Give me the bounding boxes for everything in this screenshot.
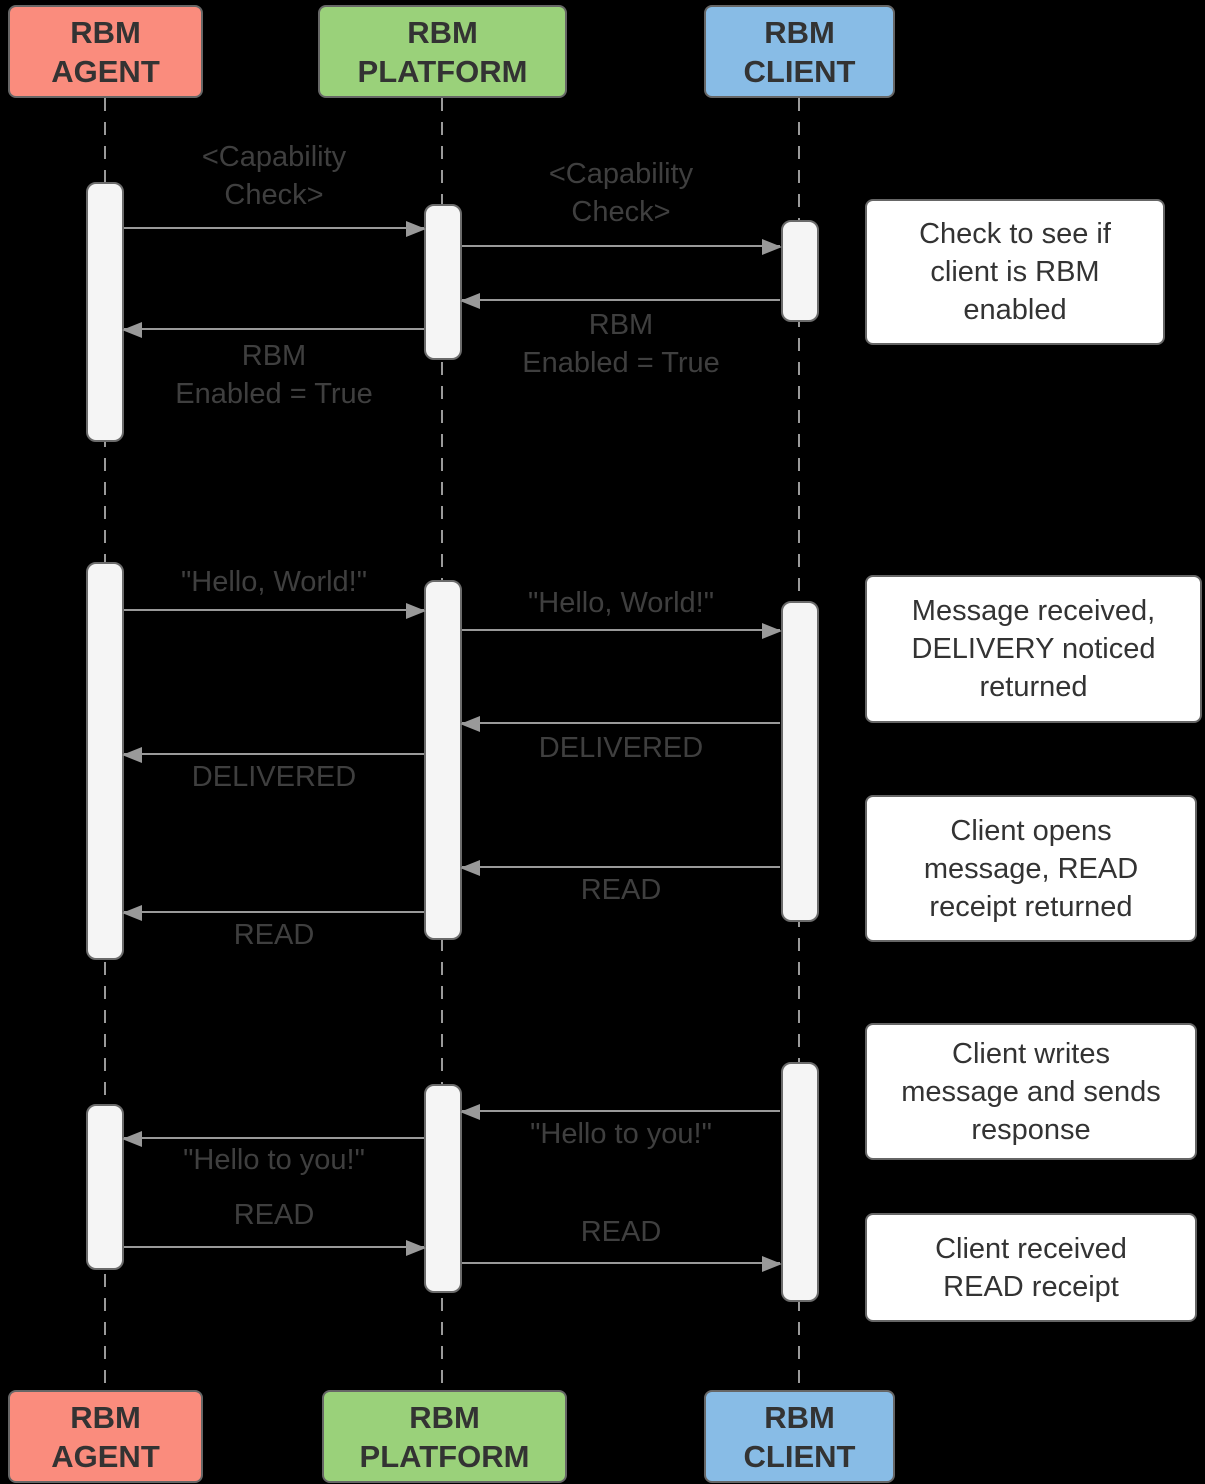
- message-label-hello-to-you-left: "Hello to you!": [183, 1144, 365, 1176]
- arrowhead-left-icon: [122, 905, 142, 921]
- arrowhead-right-icon: [406, 1240, 426, 1256]
- message-label-read-right: READ: [580, 874, 662, 906]
- activation-bar-client-1: [781, 220, 819, 322]
- actor-rbm-client-bottom: RBM CLIENT: [704, 1390, 895, 1483]
- arrowhead-right-icon: [762, 623, 782, 639]
- actor-rbm-client-top: RBM CLIENT: [704, 5, 895, 98]
- arrow-read-platform-to-agent: [122, 905, 424, 921]
- arrowhead-right-icon: [406, 603, 426, 619]
- note-message-received: Message received, DELIVERY noticed retur…: [865, 575, 1202, 723]
- arrowhead-left-icon: [122, 747, 142, 763]
- activation-bar-agent-3: [86, 1104, 124, 1270]
- message-label-read-right-2: READ: [580, 1216, 662, 1248]
- activation-bar-agent-1: [86, 182, 124, 442]
- message-label-rbm-enabled-left: RBM Enabled = True: [175, 340, 373, 410]
- note-client-received-read: Client received READ receipt: [865, 1213, 1197, 1322]
- arrowhead-left-icon: [460, 860, 480, 876]
- actor-rbm-platform-top: RBM PLATFORM: [318, 5, 567, 98]
- arrowhead-left-icon: [122, 1131, 142, 1147]
- arrow-delivered-platform-to-agent: [122, 747, 424, 763]
- activation-bar-client-3: [781, 1062, 819, 1302]
- activation-bar-platform-2: [424, 580, 462, 940]
- note-capability-check: Check to see if client is RBM enabled: [865, 199, 1165, 345]
- message-label-capability-check-right: <Capability Check>: [548, 158, 694, 228]
- activation-bar-platform-3: [424, 1084, 462, 1293]
- arrowhead-right-icon: [762, 1256, 782, 1272]
- message-label-rbm-enabled-right: RBM Enabled = True: [522, 309, 720, 379]
- message-label-hello-to-you-right: "Hello to you!": [530, 1118, 712, 1150]
- arrow-rbm-enabled-client-to-platform: [460, 293, 780, 309]
- arrowhead-left-icon: [460, 293, 480, 309]
- arrowhead-left-icon: [460, 1104, 480, 1120]
- activation-bar-platform-1: [424, 204, 462, 360]
- message-label-hello-world-left: "Hello, World!": [180, 566, 368, 598]
- message-label-delivered-left: DELIVERED: [191, 761, 357, 793]
- message-label-read-left-2: READ: [233, 1199, 315, 1231]
- message-label-read-left: READ: [233, 919, 315, 951]
- actor-rbm-platform-bottom: RBM PLATFORM: [322, 1390, 567, 1483]
- arrow-capability-check-agent-to-platform: [124, 221, 426, 237]
- actor-rbm-agent-top: RBM AGENT: [8, 5, 203, 98]
- message-label-capability-check-left: <Capability Check>: [201, 141, 347, 211]
- arrow-capability-check-platform-to-client: [462, 239, 782, 255]
- message-label-delivered-right: DELIVERED: [538, 732, 704, 764]
- actor-rbm-agent-bottom: RBM AGENT: [8, 1390, 203, 1483]
- note-client-writes-response: Client writes message and sends response: [865, 1023, 1197, 1160]
- arrowhead-left-icon: [122, 322, 142, 338]
- arrow-read-platform-to-client: [462, 1256, 782, 1272]
- arrow-hello-to-you-platform-to-agent: [122, 1131, 424, 1147]
- activation-bar-agent-2: [86, 562, 124, 960]
- note-client-opens-message: Client opens message, READ receipt retur…: [865, 795, 1197, 942]
- arrow-hello-to-you-client-to-platform: [460, 1104, 780, 1120]
- arrow-hello-world-platform-to-client: [462, 623, 782, 639]
- activation-bar-client-2: [781, 601, 819, 922]
- arrow-read-client-to-platform: [460, 860, 780, 876]
- message-label-hello-world-right: "Hello, World!": [527, 587, 715, 619]
- arrow-read-agent-to-platform: [124, 1240, 426, 1256]
- arrow-hello-world-agent-to-platform: [124, 603, 426, 619]
- arrow-rbm-enabled-platform-to-agent: [122, 322, 424, 338]
- arrowhead-left-icon: [460, 716, 480, 732]
- arrowhead-right-icon: [406, 221, 426, 237]
- arrow-delivered-client-to-platform: [460, 716, 780, 732]
- arrowhead-right-icon: [762, 239, 782, 255]
